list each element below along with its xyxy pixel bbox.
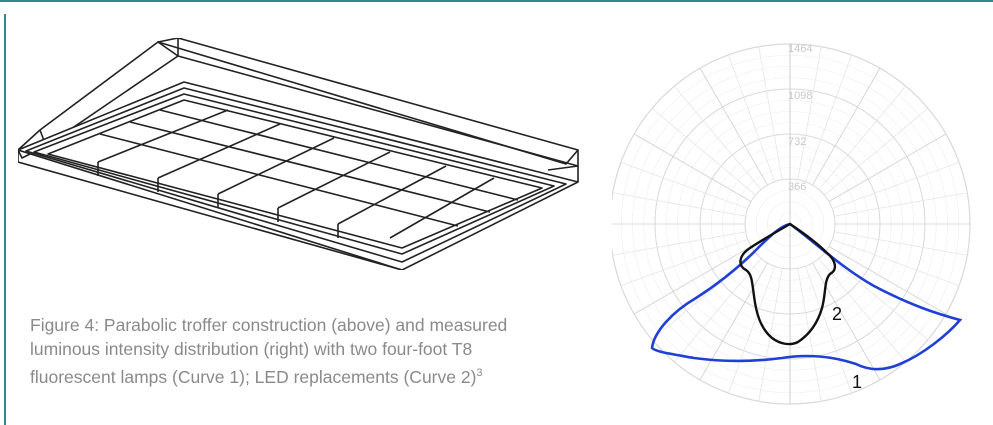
polar-spoke	[832, 162, 960, 209]
polar-spoke	[828, 133, 947, 202]
tick-label-1098: 1098	[788, 90, 812, 102]
polar-spoke	[758, 46, 783, 180]
polar-spoke	[728, 54, 775, 182]
polar-spoke	[832, 239, 960, 286]
polar-spoke	[673, 258, 762, 363]
figure-caption: Figure 4: Parabolic troffer construction…	[30, 313, 550, 389]
curve-2-led	[739, 222, 837, 346]
polar-spoke	[818, 258, 907, 363]
polar-spoke	[812, 67, 881, 186]
polar-spoke	[834, 231, 968, 256]
polar-spoke	[824, 107, 929, 196]
caption-line-3: fluorescent lamps (Curve 1); LED replace…	[30, 361, 550, 389]
polar-spoke	[699, 262, 768, 381]
polar-spoke	[758, 268, 783, 402]
polar-spoke	[824, 252, 929, 341]
polar-spoke	[797, 46, 822, 180]
polar-spoke	[651, 107, 756, 196]
polar-spoke	[805, 54, 852, 182]
polar-spoke	[633, 246, 752, 315]
parabolic-troffer-drawing	[18, 38, 579, 270]
polar-spoke	[834, 192, 968, 217]
tick-label-732: 732	[788, 136, 806, 148]
frame-top-border	[0, 0, 993, 2]
polar-spoke	[699, 67, 768, 186]
tick-label-1464: 1464	[788, 43, 812, 55]
caption-line-1: Figure 4: Parabolic troffer construction…	[30, 315, 508, 335]
polar-spoke	[805, 266, 852, 394]
polar-spoke	[673, 85, 762, 190]
caption-line-3-text: fluorescent lamps (Curve 1); LED replace…	[30, 366, 477, 387]
polar-grid	[612, 43, 971, 405]
frame-left-border	[4, 14, 6, 425]
curve-label-1: 1	[852, 372, 862, 392]
curve-label-2: 2	[832, 304, 842, 324]
polar-spoke	[612, 231, 746, 256]
polar-spoke	[633, 133, 752, 202]
polar-spoke	[828, 246, 947, 315]
polar-spoke	[728, 266, 775, 394]
polar-spoke	[620, 239, 748, 286]
tick-label-366: 366	[788, 181, 806, 193]
polar-spoke	[812, 262, 881, 381]
polar-spoke	[797, 268, 822, 402]
caption-line-2: luminous intensity distribution (right) …	[30, 339, 473, 359]
polar-spoke	[818, 85, 907, 190]
luminous-intensity-polar-chart: 366 732 1098 1464 2 1	[612, 43, 971, 405]
polar-spoke	[612, 192, 746, 217]
polar-spoke	[620, 162, 748, 209]
caption-footnote-marker: 3	[476, 367, 483, 379]
curve-1-fluorescent	[650, 222, 963, 371]
